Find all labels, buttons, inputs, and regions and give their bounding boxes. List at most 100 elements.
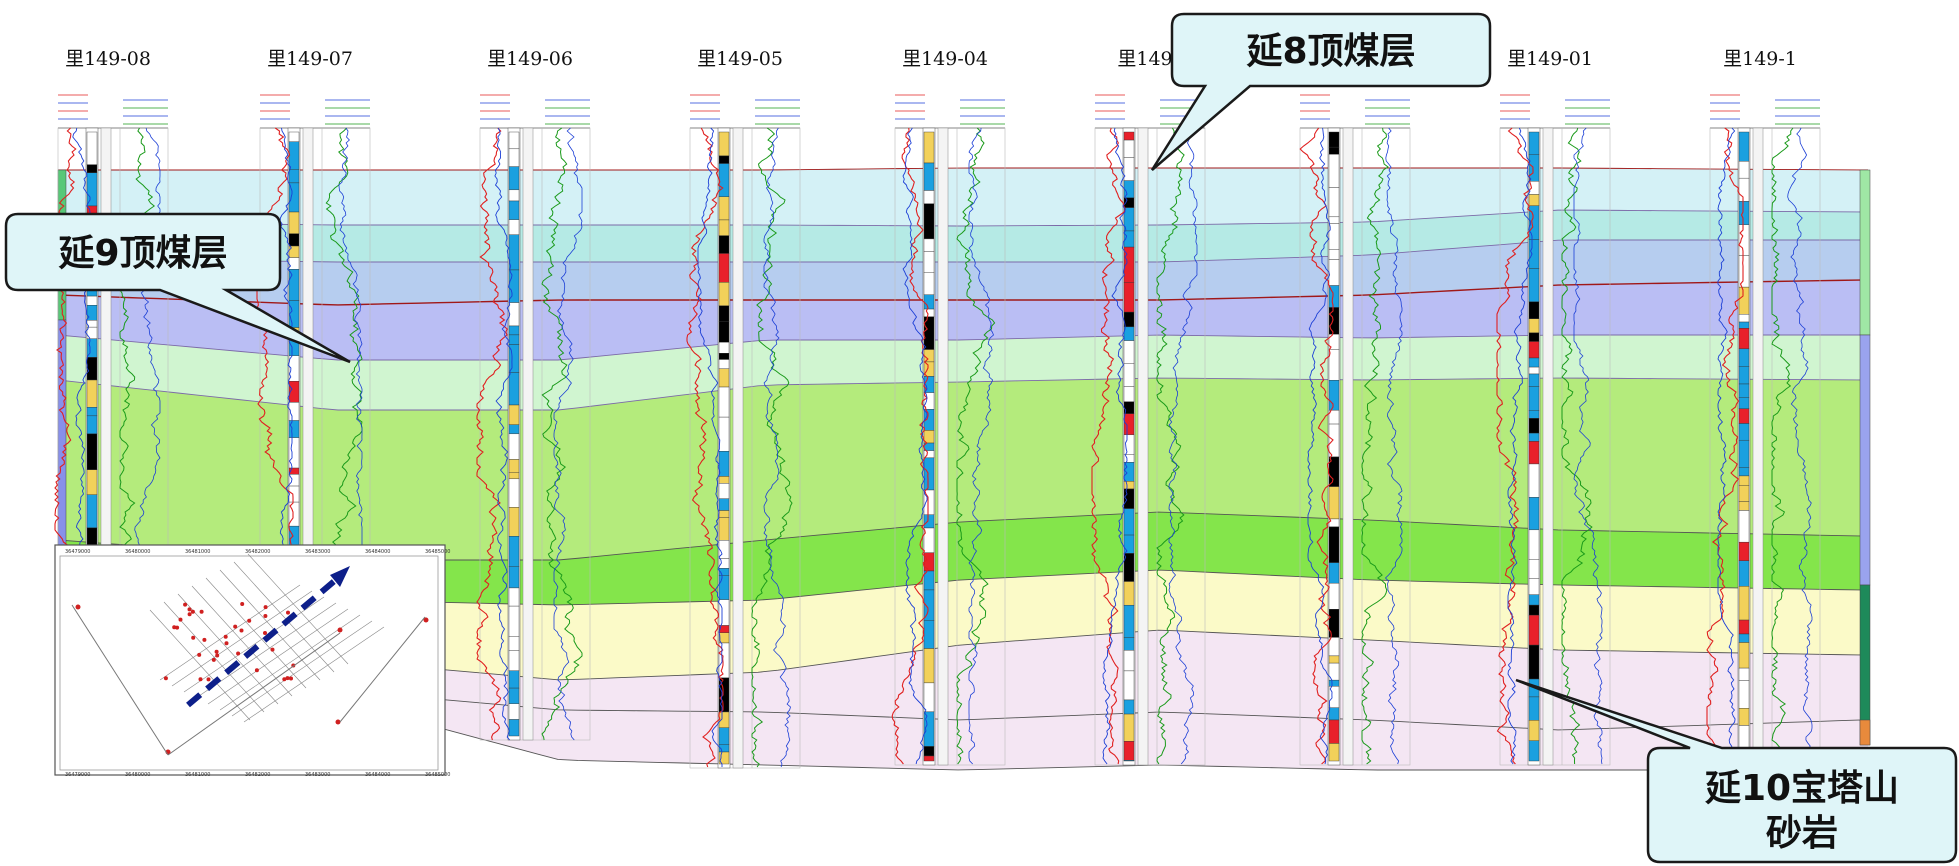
inset-grid-line <box>219 569 321 681</box>
lithology-unit <box>1738 321 1750 329</box>
lithology-unit <box>718 353 730 360</box>
log-curve <box>325 127 363 555</box>
lithology-unit <box>508 472 520 480</box>
log-curve <box>1573 127 1603 765</box>
lithology-unit <box>508 650 520 671</box>
layer-boundary-line <box>57 209 1869 227</box>
log-curve <box>1561 127 1593 765</box>
lithology-unit <box>1528 432 1540 442</box>
log-curve <box>1102 127 1128 765</box>
lithology-unit <box>1328 743 1340 762</box>
inset-grid-line <box>231 620 373 717</box>
lithology-unit <box>508 536 520 567</box>
log-curve <box>1307 127 1333 765</box>
lithology-unit <box>718 368 730 388</box>
lithology-unit <box>1328 131 1340 148</box>
lithology-unit <box>1738 131 1750 162</box>
lithology-unit <box>1123 386 1135 402</box>
lithology-unit <box>1123 131 1135 141</box>
lithology-unit <box>1528 239 1540 269</box>
lithology-unit <box>1528 301 1540 319</box>
lithology-unit <box>1328 423 1340 458</box>
lithology-unit <box>1123 139 1135 158</box>
lithology-unit <box>1738 161 1750 179</box>
log-curve <box>119 127 156 549</box>
inset-grid-line <box>191 585 293 697</box>
lithology-unit <box>1738 475 1750 486</box>
lithology-unit <box>1738 255 1750 288</box>
lithology-unit <box>718 386 730 418</box>
lithology-unit <box>923 190 935 204</box>
inset-well-point <box>240 602 245 606</box>
lithology-unit <box>86 469 98 495</box>
lithology-unit <box>718 219 730 236</box>
log-curve <box>338 127 363 555</box>
strat-bar-segment <box>1859 334 1871 586</box>
log-curve <box>72 127 91 549</box>
lithology-unit <box>1528 373 1540 387</box>
lithology-unit <box>86 494 98 529</box>
lithology-unit <box>718 282 730 307</box>
well-name: 里149-1 <box>1723 48 1797 70</box>
lithology-unit <box>1123 363 1135 387</box>
lithology-unit <box>1328 307 1340 335</box>
lithology-unit <box>1328 637 1340 657</box>
inset-grid-line <box>205 577 307 689</box>
lithology-unit <box>1328 259 1340 286</box>
inset-grid-line <box>207 608 349 705</box>
lithology-unit <box>288 420 300 438</box>
callout-yan10: 延10宝塔山 砂岩 <box>1515 678 1958 864</box>
log-curve <box>541 127 583 741</box>
lithology-unit <box>1528 386 1540 411</box>
log-curve <box>1706 127 1744 765</box>
lithology-unit <box>1123 637 1135 651</box>
inset-map-plot <box>59 555 439 771</box>
lithology-unit <box>1528 604 1540 616</box>
lithology-unit <box>288 257 300 270</box>
lithology-unit <box>508 670 520 689</box>
inset-grid-line <box>219 614 361 711</box>
well-name: 里149-05 <box>697 48 783 70</box>
lithology-unit <box>508 424 520 435</box>
lithology-unit <box>1738 541 1750 561</box>
inset-well-point <box>183 602 188 607</box>
lithology-unit <box>508 687 520 704</box>
lithology-unit <box>508 566 520 589</box>
lithology-unit <box>923 755 935 762</box>
inset-well-point <box>254 668 259 673</box>
callout-yan9-box <box>4 212 351 364</box>
lithology-unit <box>288 300 300 328</box>
lithology-unit <box>718 751 730 765</box>
lithology-unit <box>1328 562 1340 584</box>
log-curve <box>968 127 994 765</box>
inset-grid-line <box>183 596 325 693</box>
depth-column <box>522 127 534 741</box>
inset-tick-label: 36481000 <box>185 772 210 778</box>
inset-well-point <box>190 609 195 614</box>
log-curve <box>697 127 723 767</box>
lithology-unit <box>1123 670 1135 701</box>
inset-well-point <box>335 719 341 725</box>
lithology-unit <box>923 238 935 252</box>
lithology-unit <box>1123 741 1135 761</box>
lithology-unit <box>1738 348 1750 367</box>
callout-yan9: 延9顶煤层 <box>4 212 351 364</box>
inset-tick-label: 36479000 <box>65 549 90 555</box>
lithology-unit <box>1528 410 1540 419</box>
lithology-unit <box>1528 366 1540 375</box>
lithology-unit <box>508 719 520 737</box>
lithology-unit <box>508 131 520 150</box>
lithology-unit <box>288 245 300 258</box>
log-curve <box>956 127 996 765</box>
lithology-unit <box>923 251 935 273</box>
lithology-unit <box>1328 719 1340 744</box>
lithology-unit <box>288 211 300 234</box>
lithology-unit <box>1328 582 1340 610</box>
lithology-unit <box>1738 510 1750 543</box>
lithology-unit <box>1738 560 1750 587</box>
lithology-unit <box>923 162 935 191</box>
lithology-unit <box>718 253 730 283</box>
log-track-frame <box>689 127 801 769</box>
lithology-unit <box>1528 578 1540 595</box>
lithology-unit <box>1738 501 1750 511</box>
